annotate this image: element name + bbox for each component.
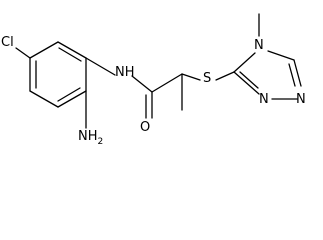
bond-c-cl — [15, 47, 31, 59]
bond-ring-c4-c5 — [29, 90, 59, 108]
atom-n-ring-a: N — [296, 92, 306, 107]
bond-alpha-s — [181, 73, 201, 81]
atom-nh2-label: NH — [78, 129, 98, 144]
bond-s-triazole — [215, 71, 235, 81]
atom-n-ring-b: N — [259, 92, 269, 107]
bond-ring-double-b — [57, 87, 81, 102]
atom-n-methyl: N — [254, 38, 264, 53]
triazole-ring — [233, 13, 302, 100]
bond-tri-n2-c3-double — [239, 71, 259, 89]
bond-ring-c6-c1 — [29, 41, 59, 59]
bond-ring-c1-c2 — [57, 41, 87, 59]
bond-tri-c5-n1 — [293, 59, 302, 87]
bond-tri-n4-c5 — [267, 50, 295, 61]
bond-ring-double-a — [58, 47, 82, 62]
bond-ring-c3-c4 — [57, 90, 87, 108]
atom-nh: NH — [115, 65, 135, 80]
chemical-structure: Cl NH NH2 O S N N N — [1, 13, 306, 147]
atom-nh2: NH2 — [78, 129, 103, 147]
bond-carbonyl-alpha — [151, 73, 183, 93]
bond-c-nh — [85, 57, 116, 76]
bond-nh-carbonyl — [131, 75, 153, 93]
bond-tri-c3-n4 — [233, 52, 256, 73]
bond-tri-c5-n1-double — [288, 63, 296, 87]
atom-nh2-subscript: 2 — [98, 137, 104, 147]
atom-o: O — [140, 120, 150, 135]
atom-s: S — [203, 71, 211, 86]
benzene-ring — [29, 41, 87, 108]
atom-cl: Cl — [1, 35, 14, 50]
bond-tri-n2-c3 — [233, 71, 260, 95]
